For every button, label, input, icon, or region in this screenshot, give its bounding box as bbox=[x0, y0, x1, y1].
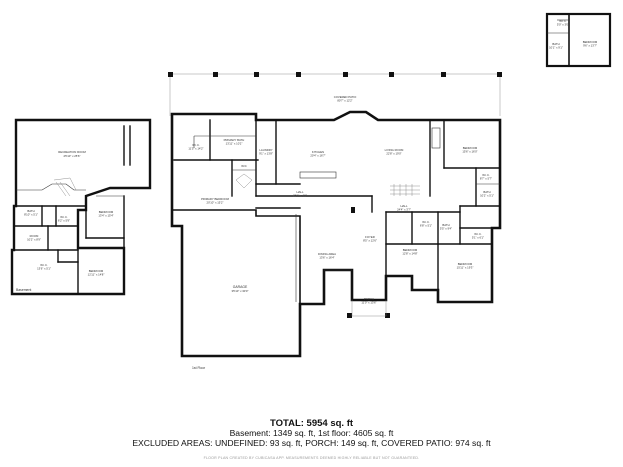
room-dim-laundry: 9'1" x 13'8" bbox=[259, 152, 273, 156]
total-area: TOTAL: 5954 sq. ft bbox=[269, 418, 354, 429]
room-label-hall-2: HALL bbox=[401, 204, 408, 208]
room-label-bedroom-ne: BEDROOM bbox=[463, 146, 478, 150]
room-label-hall-1: HALL bbox=[297, 190, 304, 194]
room-dim-bedroom-center: 12'8" x 14'8" bbox=[402, 252, 417, 256]
floor-label-first: 1st Floor bbox=[192, 366, 206, 370]
room-label-wc: W/C bbox=[241, 164, 246, 168]
room-dim-bedroom-basement-2: 12'11" x 14'8" bbox=[88, 273, 105, 277]
room-label-bath-center: BATH bbox=[442, 223, 449, 227]
room-dim-wic-primary: 11'5" x 14'2" bbox=[188, 147, 203, 151]
room-dim-living-room: 22'8" x 19'0" bbox=[386, 152, 401, 156]
room-dim-primary-bedroom: 20'10" x 15'2" bbox=[207, 201, 224, 205]
room-dim-dining-area: 13'6" x 16'4" bbox=[319, 256, 334, 260]
room-dim-wic-center: 6'8" x 5'1" bbox=[420, 224, 432, 228]
room-label-dining-area: DINING AREA bbox=[318, 252, 336, 256]
room-dim-room-basement: 10'2" x 8'9" bbox=[27, 238, 41, 242]
basement-floor-plan: RECREATION ROOM 25'10" x 25'6" BATH 8'10… bbox=[10, 118, 152, 296]
room-dim-recreation-room: 25'10" x 25'6" bbox=[64, 154, 81, 158]
room-label-primary-bedroom: PRIMARY BEDROOM bbox=[201, 197, 230, 201]
room-dim-foyer: 8'5" x 12'6" bbox=[363, 239, 377, 243]
room-dim-bath-inset: 10'1" x 9'1" bbox=[549, 46, 563, 50]
room-label-bedroom-center: BEDROOM bbox=[403, 248, 418, 252]
room-label-wic-basement-small: W.I.C. bbox=[60, 215, 68, 219]
first-floor-plan: COVERED PATIO 80'7" x 12'2" PORCH 11'0" … bbox=[168, 72, 502, 370]
room-dim-porch: 11'0" x 13'6" bbox=[361, 301, 376, 305]
room-dim-wic-basement: 13'6" x 5'1" bbox=[37, 267, 51, 271]
room-dim-bath-ne: 10'2" x 5'1" bbox=[480, 194, 494, 198]
excluded-areas: EXCLUDED AREAS: UNDEFINED: 93 sq. ft, PO… bbox=[132, 438, 491, 448]
floor-area-breakdown: Basement: 1349 sq. ft, 1st floor: 4605 s… bbox=[229, 428, 394, 438]
room-label-bath-inset: BATH bbox=[552, 42, 559, 46]
room-label-bath-basement: BATH bbox=[27, 209, 34, 213]
room-label-wic-primary: W.I.C. bbox=[192, 143, 200, 147]
room-dim-kitchen: 20'4" x 16'7" bbox=[310, 154, 325, 158]
room-dim-hall-1: 28'4" x 4'0" bbox=[293, 194, 307, 198]
room-label-living-room: LIVING ROOM bbox=[385, 148, 404, 152]
room-dim-wic-ne: 8'7" x 5'7" bbox=[480, 177, 492, 181]
room-label-bedroom-basement-1: BEDROOM bbox=[99, 210, 114, 214]
room-dim-bedroom-se: 15'11" x 19'3" bbox=[457, 266, 474, 270]
room-label-garage: GARAGE bbox=[233, 285, 248, 289]
room-label-primary-bath: PRIMARY BATH bbox=[224, 138, 245, 142]
room-label-kitchen: KITCHEN bbox=[312, 150, 324, 154]
room-label-foyer: FOYER bbox=[365, 235, 375, 239]
room-dim-bath-center: 5'5" x 9'4" bbox=[440, 227, 452, 231]
room-dim-bedroom-ne: 15'6" x 16'0" bbox=[462, 150, 477, 154]
room-dim-hall-2: 24'4" x 3'7" bbox=[397, 208, 411, 212]
room-label-recreation-room: RECREATION ROOM bbox=[58, 150, 86, 154]
room-label-laundry: LAUNDRY bbox=[259, 148, 272, 152]
room-dim-wic-east: 5'1" x 6'1" bbox=[472, 236, 484, 240]
room-label-room-basement: ROOM bbox=[30, 234, 39, 238]
room-label-bedroom-inset: BEDROOM bbox=[583, 40, 598, 44]
room-dim-bedroom-inset: 9'6" x 13'7" bbox=[583, 44, 597, 48]
room-dim-garage: 35'10" x 30'0" bbox=[232, 289, 249, 293]
room-label-wic-center: W.I.C. bbox=[422, 220, 430, 224]
room-label-wic-east: W.I.C. bbox=[474, 232, 482, 236]
room-label-bedroom-basement-2: BEDROOM bbox=[89, 269, 104, 273]
room-dim-wic-inset: 5'0" x 3'0" bbox=[557, 23, 569, 27]
room-dim-bath-basement: 8'10" x 5'1" bbox=[24, 213, 38, 217]
room-label-wic-basement: W.I.C. bbox=[40, 263, 48, 267]
room-label-covered-patio-name: COVERED PATIO bbox=[334, 95, 357, 99]
room-dim-bedroom-basement-1: 13'4" x 15'4" bbox=[98, 214, 113, 218]
room-dim-wic-basement-small: 6'2" x 5'9" bbox=[58, 219, 70, 223]
room-dim-primary-bath: 13'11" x 10'2" bbox=[226, 142, 243, 146]
room-label-wic-ne: W.I.C. bbox=[482, 173, 490, 177]
room-label-bath-ne: BATH bbox=[483, 190, 490, 194]
disclaimer: FLOOR PLAN CREATED BY CUBICASA APP. MEAS… bbox=[203, 456, 420, 460]
room-label-wic-inset: W.I.C. bbox=[559, 19, 567, 23]
room-dim-covered-patio: 80'7" x 12'2" bbox=[337, 99, 352, 103]
room-label-bedroom-se: BEDROOM bbox=[458, 262, 473, 266]
annex-floor-plan: W.I.C. 5'0" x 3'0" BATH 10'1" x 9'1" BED… bbox=[545, 12, 612, 68]
floor-label-basement: Basement bbox=[16, 288, 31, 292]
room-label-porch: PORCH bbox=[364, 297, 374, 301]
